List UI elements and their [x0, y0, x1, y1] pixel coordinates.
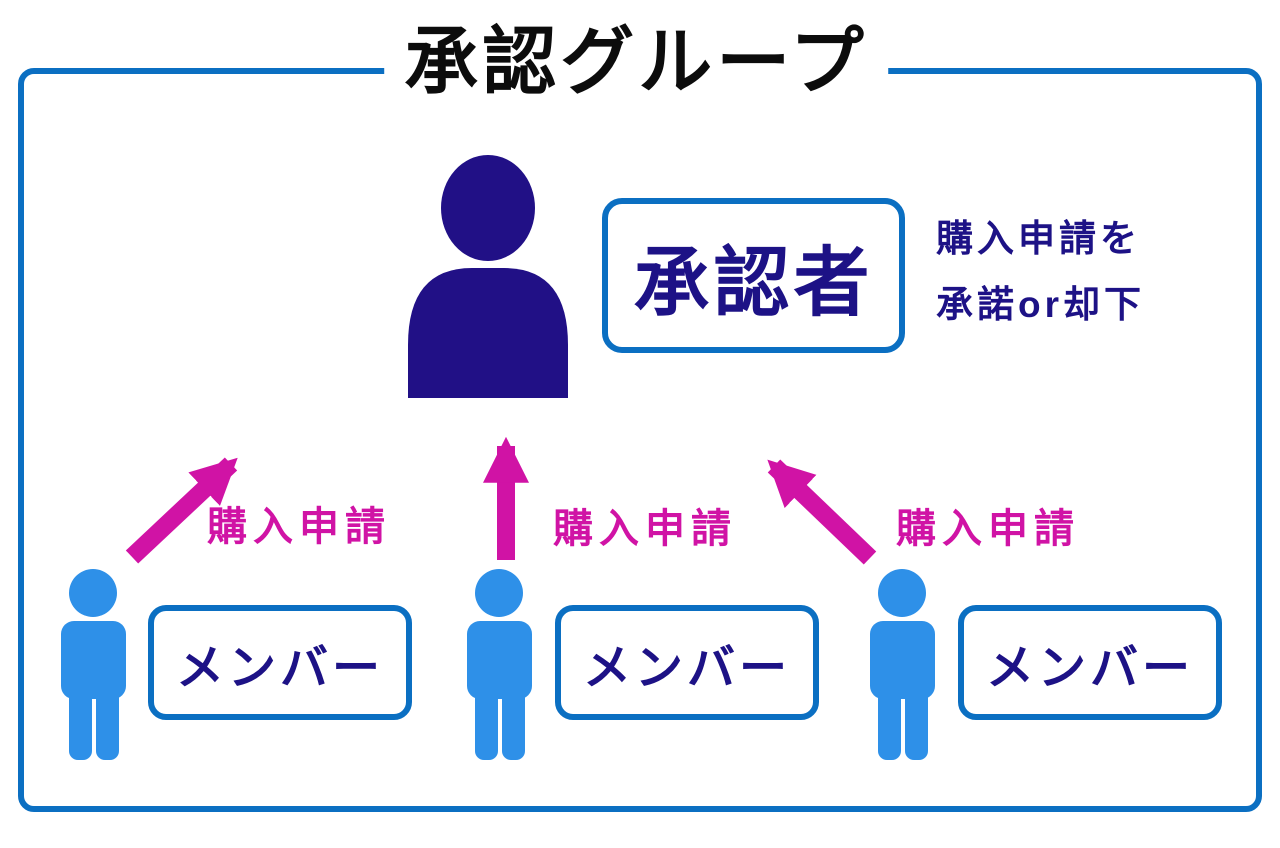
member-label: メンバー — [175, 641, 384, 695]
member-label: メンバー — [985, 641, 1194, 695]
diagram-title: 承認グループ — [384, 18, 888, 106]
member-person-icon — [467, 569, 532, 760]
approver-person-icon — [408, 155, 568, 398]
member-person-icon — [870, 569, 935, 760]
approver-note: 購入申請を 承諾or却下 — [936, 206, 1145, 338]
member-box: メンバー — [555, 605, 819, 720]
member-person-icon — [61, 569, 126, 760]
member-box: メンバー — [958, 605, 1222, 720]
arrow-up-left-icon — [767, 459, 877, 565]
member-label: メンバー — [582, 641, 791, 695]
approver-label: 承認者 — [633, 240, 874, 326]
approver-note-line1: 購入申請を — [936, 218, 1141, 259]
arrow-label: 購入申請 — [553, 507, 737, 551]
arrow-up-right-icon — [125, 457, 238, 564]
arrow-label: 購入申請 — [207, 505, 391, 549]
approver-note-line2: 承諾or却下 — [936, 284, 1145, 325]
arrow-label: 購入申請 — [896, 507, 1080, 551]
approver-box: 承認者 — [602, 198, 905, 353]
member-box: メンバー — [148, 605, 412, 720]
